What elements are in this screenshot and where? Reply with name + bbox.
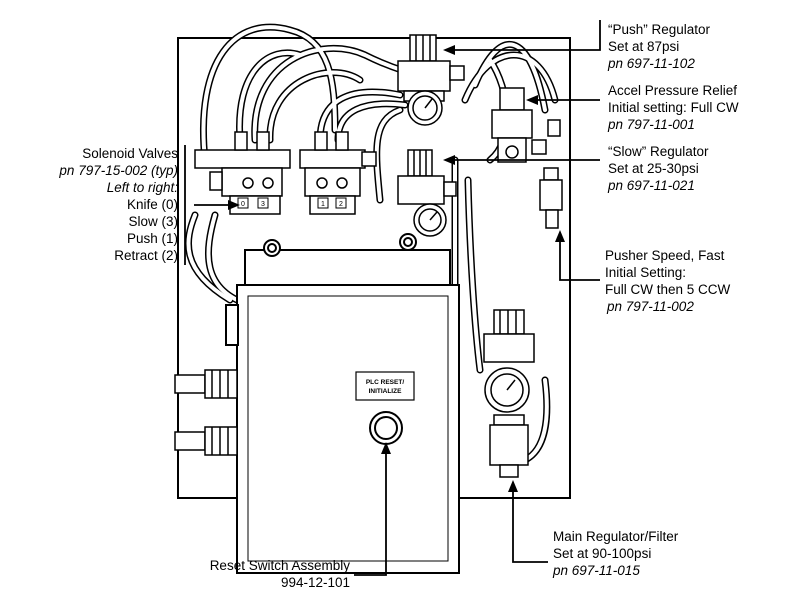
electrical-enclosure — [225, 233, 460, 574]
plate-text-line2: INITIALIZE — [369, 388, 403, 395]
solenoid-valve-bank-right — [299, 131, 377, 215]
leader-arrowheads — [228, 45, 565, 492]
solenoid-valve-item-knife: Knife (0) — [126, 197, 178, 212]
callout-main-regulator: Main Regulator/Filter Set at 90-100psi p… — [553, 528, 678, 579]
main-regulator-title: Main Regulator/Filter — [553, 529, 679, 544]
push-regulator — [397, 34, 465, 126]
cable-glands — [174, 369, 238, 456]
solenoid-valve-item-retract: Retract (2) — [114, 248, 178, 263]
main-regulator-part-number: pn 697-11-015 — [553, 563, 640, 578]
solenoid-valves-order-note: Left to right: — [106, 180, 178, 195]
main-regulator-filter — [483, 309, 535, 478]
reset-switch-title: Reset Switch Assembly — [209, 558, 350, 573]
solenoid-valve-item-slow: Slow (3) — [128, 214, 178, 229]
valve-number-0: 0 — [241, 201, 245, 208]
slow-regulator-title: “Slow” Regulator — [608, 144, 709, 159]
push-regulator-setting: Set at 87psi — [608, 39, 680, 54]
callout-solenoid-valves: Solenoid Valves pn 797-15-002 (typ) Left… — [59, 145, 178, 264]
slow-regulator-setting: Set at 25-30psi — [608, 161, 699, 176]
accel-relief-setting: Initial setting: Full CW — [608, 99, 739, 116]
callout-slow-regulator: “Slow” Regulator Set at 25-30psi pn 697-… — [608, 143, 709, 194]
callout-accel-pressure-relief: Accel Pressure Relief Initial setting: F… — [608, 82, 739, 133]
valve-number-3: 3 — [261, 201, 265, 208]
solenoid-valves-part-number: pn 797-15-002 (typ) — [59, 163, 178, 178]
accel-relief-part-number: pn 797-11-001 — [608, 117, 695, 132]
plate-text-line1: PLC RESET/ — [366, 379, 404, 386]
callout-reset-switch: Reset Switch Assembly 994-12-101 — [210, 557, 350, 591]
reset-plate — [355, 371, 415, 401]
pusher-speed-setting-value: Full CW then 5 CCW — [605, 282, 731, 297]
callout-pusher-speed: Pusher Speed, Fast Initial Setting: Full… — [605, 247, 730, 315]
pusher-speed-title: Pusher Speed, Fast — [605, 248, 725, 263]
solenoid-valves-title: Solenoid Valves — [82, 146, 178, 161]
accel-relief-setting-value: Full CW — [690, 100, 739, 115]
leader-lines — [184, 20, 601, 576]
valve-number-2: 2 — [339, 201, 343, 208]
solenoid-valve-item-push: Push (1) — [126, 231, 178, 246]
valve-number-tags: 0 3 1 2 — [237, 197, 347, 209]
solenoid-valve-bank-left — [194, 131, 291, 215]
accel-relief-setting-label: Initial setting: — [608, 100, 687, 115]
slow-regulator-part-number: pn 697-11-021 — [608, 178, 695, 193]
push-regulator-part-number: pn 697-11-102 — [608, 56, 695, 71]
callout-push-regulator: “Push” Regulator Set at 87psi pn 697-11-… — [608, 21, 710, 72]
main-regulator-setting: Set at 90-100psi — [553, 546, 652, 561]
slow-regulator — [397, 149, 457, 237]
pusher-speed-part-number: pn 797-11-002 — [607, 299, 694, 314]
accel-pressure-relief — [491, 87, 561, 163]
pusher-speed-setting-label: Initial Setting: — [605, 265, 687, 280]
accel-relief-title: Accel Pressure Relief — [608, 83, 738, 98]
reset-switch-part-number: 994-12-101 — [280, 575, 350, 590]
pusher-speed-valve — [539, 167, 563, 229]
reset-button — [369, 411, 403, 445]
valve-number-1: 1 — [321, 201, 325, 208]
push-regulator-title: “Push” Regulator — [608, 22, 711, 37]
